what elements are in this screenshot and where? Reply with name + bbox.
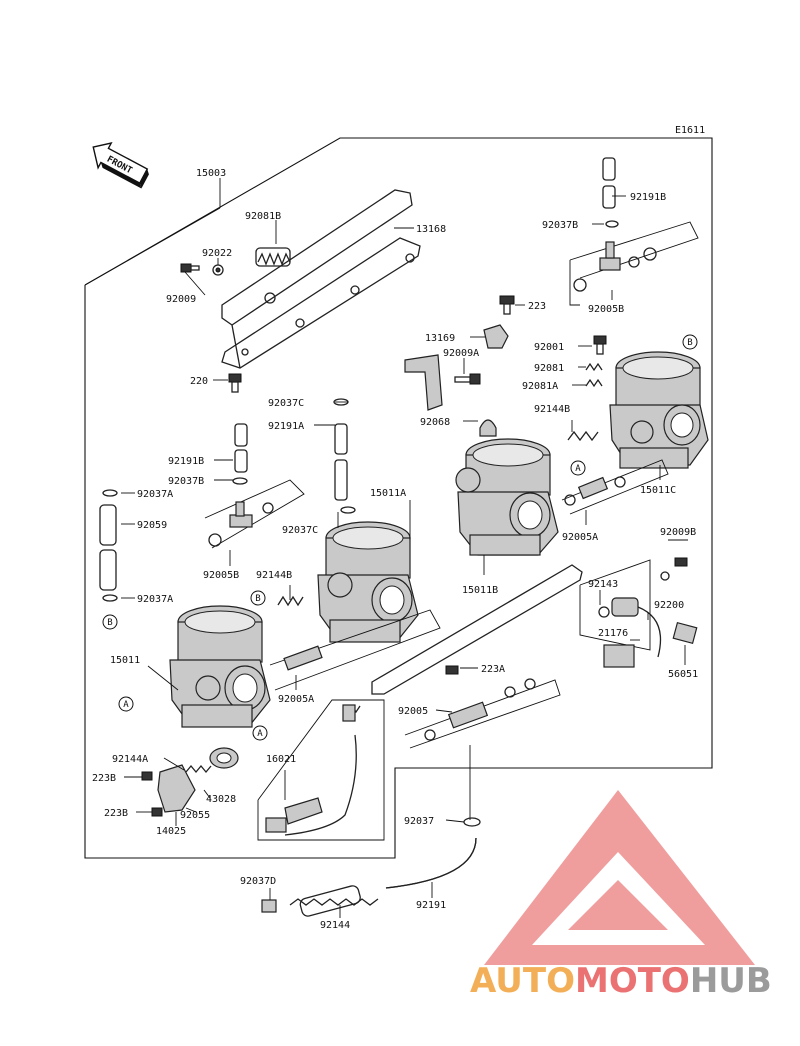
- label-92037a-top: 92037A: [137, 489, 173, 500]
- leader-lines: [121, 178, 688, 918]
- label-92055: 92055: [180, 810, 210, 821]
- label-223b-top: 223B: [92, 773, 116, 784]
- label-223: 223: [528, 301, 546, 312]
- label-92005a-right: 92005A: [562, 532, 598, 543]
- svg-text:A: A: [257, 729, 263, 739]
- label-92001: 92001: [534, 342, 564, 353]
- watermark-moto: MOTO: [575, 961, 690, 1001]
- label-92005b-left: 92005B: [203, 570, 239, 581]
- label-92144b-right: 92144B: [534, 404, 570, 415]
- label-15011b: 15011B: [462, 585, 498, 596]
- front-direction-arrow: FRONT: [92, 142, 149, 189]
- bracket-assembly: [180, 189, 421, 393]
- label-56051: 56051: [668, 669, 698, 680]
- callout-a-2: A: [118, 696, 134, 712]
- label-92037d: 92037D: [240, 876, 276, 887]
- label-220: 220: [190, 376, 208, 387]
- label-92191b-top: 92191B: [630, 192, 666, 203]
- small-parts: [99, 157, 699, 917]
- part-labels: 15003 92081B 13168 92022 92009 220 223 1…: [92, 168, 698, 931]
- label-92037b-top: 92037B: [542, 220, 578, 231]
- spring-92081b: [255, 247, 291, 267]
- carburetor-15011b: [455, 438, 559, 556]
- callout-a-3: A: [252, 725, 268, 741]
- label-15003: 15003: [196, 168, 226, 179]
- label-92059: 92059: [137, 520, 167, 531]
- automotohub-watermark: AUTOMOTOHUB: [470, 790, 772, 1001]
- carburetor-15011c: [609, 351, 709, 469]
- callout-b-2: B: [250, 590, 266, 606]
- label-92037: 92037: [404, 816, 434, 827]
- label-92144: 92144: [320, 920, 350, 931]
- svg-text:B: B: [255, 594, 260, 604]
- label-15011c: 15011C: [640, 485, 676, 496]
- callout-b-3: B: [102, 614, 118, 630]
- label-92081a: 92081A: [522, 381, 558, 392]
- label-92068: 92068: [420, 417, 450, 428]
- label-13168: 13168: [416, 224, 446, 235]
- carburetor-15011: [169, 605, 271, 728]
- label-92005a-left: 92005A: [278, 694, 314, 705]
- label-92191: 92191: [416, 900, 446, 911]
- label-92037c-bottom: 92037C: [282, 525, 318, 536]
- callout-a-1: A: [570, 460, 586, 476]
- carburetor-15011a: [317, 521, 419, 643]
- label-92009a: 92009A: [443, 348, 479, 359]
- label-92009b: 92009B: [660, 527, 696, 538]
- label-92081: 92081: [534, 363, 564, 374]
- label-92037a-bottom: 92037A: [137, 594, 173, 605]
- watermark-triangle-core: [568, 880, 668, 930]
- label-92037b-left: 92037B: [168, 476, 204, 487]
- label-92143: 92143: [588, 579, 618, 590]
- label-92144a: 92144A: [112, 754, 148, 765]
- callout-b-1: B: [682, 334, 698, 350]
- label-92191b-left: 92191B: [168, 456, 204, 467]
- diagram-code: E1611: [675, 125, 705, 136]
- label-15011: 15011: [110, 655, 140, 666]
- callouts: B A B B A A: [102, 334, 698, 741]
- label-43028: 43028: [206, 794, 236, 805]
- label-15011a: 15011A: [370, 488, 406, 499]
- watermark-hub: HUB: [690, 961, 772, 1001]
- label-92022: 92022: [202, 248, 232, 259]
- label-16021: 16021: [266, 754, 296, 765]
- watermark-text: AUTOMOTOHUB: [470, 961, 772, 1001]
- label-92037c-top: 92037C: [268, 398, 304, 409]
- assembly-frame: [84, 137, 713, 859]
- label-92200: 92200: [654, 600, 684, 611]
- label-92009: 92009: [166, 294, 196, 305]
- label-92005: 92005: [398, 706, 428, 717]
- label-92005b-top: 92005B: [588, 304, 624, 315]
- watermark-auto: AUTO: [470, 961, 575, 1001]
- label-21176: 21176: [598, 628, 628, 639]
- label-92081b: 92081B: [245, 211, 281, 222]
- svg-text:B: B: [107, 618, 112, 628]
- svg-text:B: B: [687, 338, 692, 348]
- label-223a: 223A: [481, 664, 505, 675]
- label-223b-bottom: 223B: [104, 808, 128, 819]
- label-13169: 13169: [425, 333, 455, 344]
- svg-text:A: A: [575, 464, 581, 474]
- label-92144b-left: 92144B: [256, 570, 292, 581]
- label-92191a: 92191A: [268, 421, 304, 432]
- label-14025: 14025: [156, 826, 186, 837]
- svg-text:A: A: [123, 700, 129, 710]
